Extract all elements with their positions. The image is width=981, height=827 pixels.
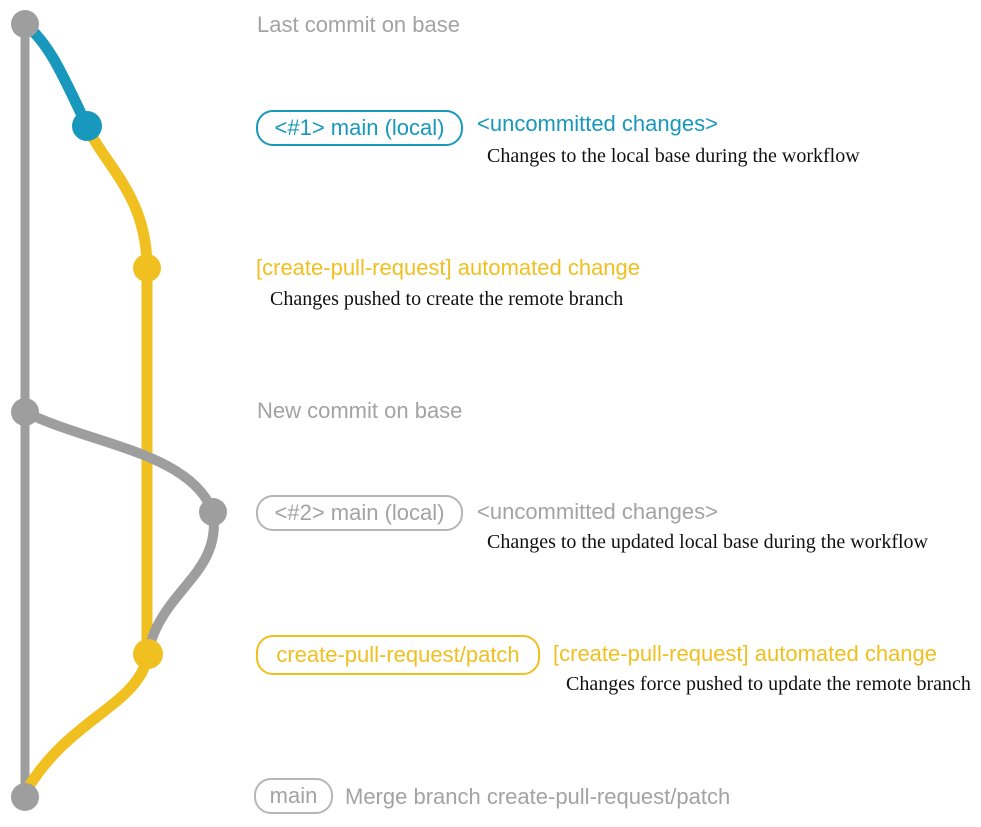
patch-branch-curve-top [81,120,153,274]
commit-dot-patch2 [133,639,163,669]
patch-branch-badge: create-pull-request/patch [256,635,540,675]
uncommitted-changes-2-note: Changes to the updated local base during… [487,531,928,553]
commit-graph [11,10,227,811]
uncommitted-changes-2-label: <uncommitted changes> [477,499,718,524]
main2-branch-badge: <#2> main (local) [256,495,463,531]
main2-branch-badge-label: <#2> main (local) [274,500,445,525]
commit-dot-main2 [199,498,227,526]
main1-branch-badge-label: <#1> main (local) [274,115,445,140]
last-commit-label: Last commit on base [257,12,460,37]
new-commit-label: New commit on base [257,398,463,423]
main-branch-badge-label: main [269,783,318,808]
commit-dot-base-new [11,398,39,426]
patch-merge-curve [22,648,154,794]
patch-branch-badge-label: create-pull-request/patch [276,642,520,667]
merge-commit-label: Merge branch create-pull-request/patch [345,784,731,809]
commit-dot-main1 [72,111,102,141]
automated-change-2-label: [create-pull-request] automated change [553,641,938,666]
uncommitted-branch-1-curve [19,18,93,132]
automated-change-1-note: Changes pushed to create the remote bran… [270,288,624,310]
automated-change-1-label: [create-pull-request] automated change [256,255,641,280]
main1-branch-badge: <#1> main (local) [256,110,463,146]
commit-dot-patch1 [133,254,161,282]
commit-dot-merge [11,783,39,811]
automated-change-2-note: Changes force pushed to update the remot… [566,673,971,695]
uncommitted-changes-1-label: <uncommitted changes> [477,111,718,136]
uncommitted-changes-1-note: Changes to the local base during the wor… [487,145,860,167]
base-new-commit-curve [20,407,218,517]
uncommitted-branch-2-curve [145,507,219,650]
commit-dot-base-top [11,10,39,38]
main-branch-badge: main [254,778,333,814]
